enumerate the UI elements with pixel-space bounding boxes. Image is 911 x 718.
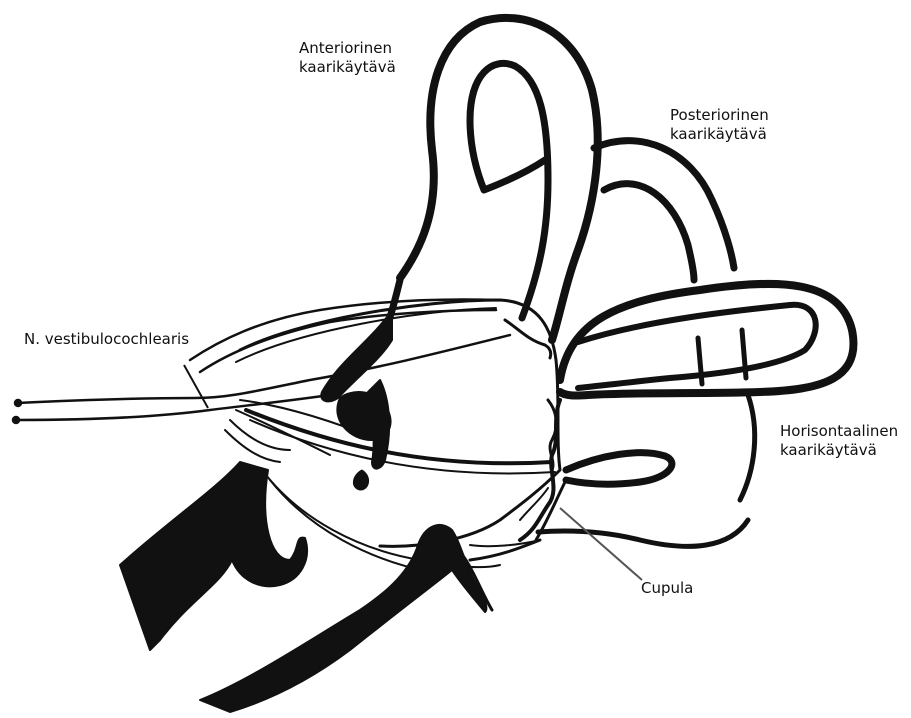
nerve-leader-line	[184, 365, 208, 408]
posterior-canal-label-line1: Posteriorinen	[670, 106, 769, 125]
horizontal-canal-shape	[560, 284, 853, 500]
horizontal-canal-label: Horisontaalinen kaarikäytävä	[780, 422, 898, 460]
nerve-label-text: N. vestibulocochlearis	[24, 330, 189, 349]
vestibule-shape	[236, 300, 566, 572]
nerve-fibers	[13, 299, 510, 462]
cupula-leader-line	[560, 508, 642, 580]
anterior-canal-label-line1: Anteriorinen	[299, 39, 396, 58]
horizontal-canal-label-line1: Horisontaalinen	[780, 422, 898, 441]
nerve-label: N. vestibulocochlearis	[24, 330, 189, 349]
anterior-canal-label-line2: kaarikäytävä	[299, 58, 396, 77]
posterior-canal-label-line2: kaarikäytävä	[670, 125, 769, 144]
horizontal-canal-label-line2: kaarikäytävä	[780, 441, 898, 460]
cupula-label: Cupula	[641, 579, 693, 598]
cupula-label-text: Cupula	[641, 579, 693, 598]
posterior-canal-label: Posteriorinen kaarikäytävä	[670, 106, 769, 144]
anterior-canal-shape	[385, 18, 598, 340]
anterior-canal-label: Anteriorinen kaarikäytävä	[299, 39, 396, 77]
